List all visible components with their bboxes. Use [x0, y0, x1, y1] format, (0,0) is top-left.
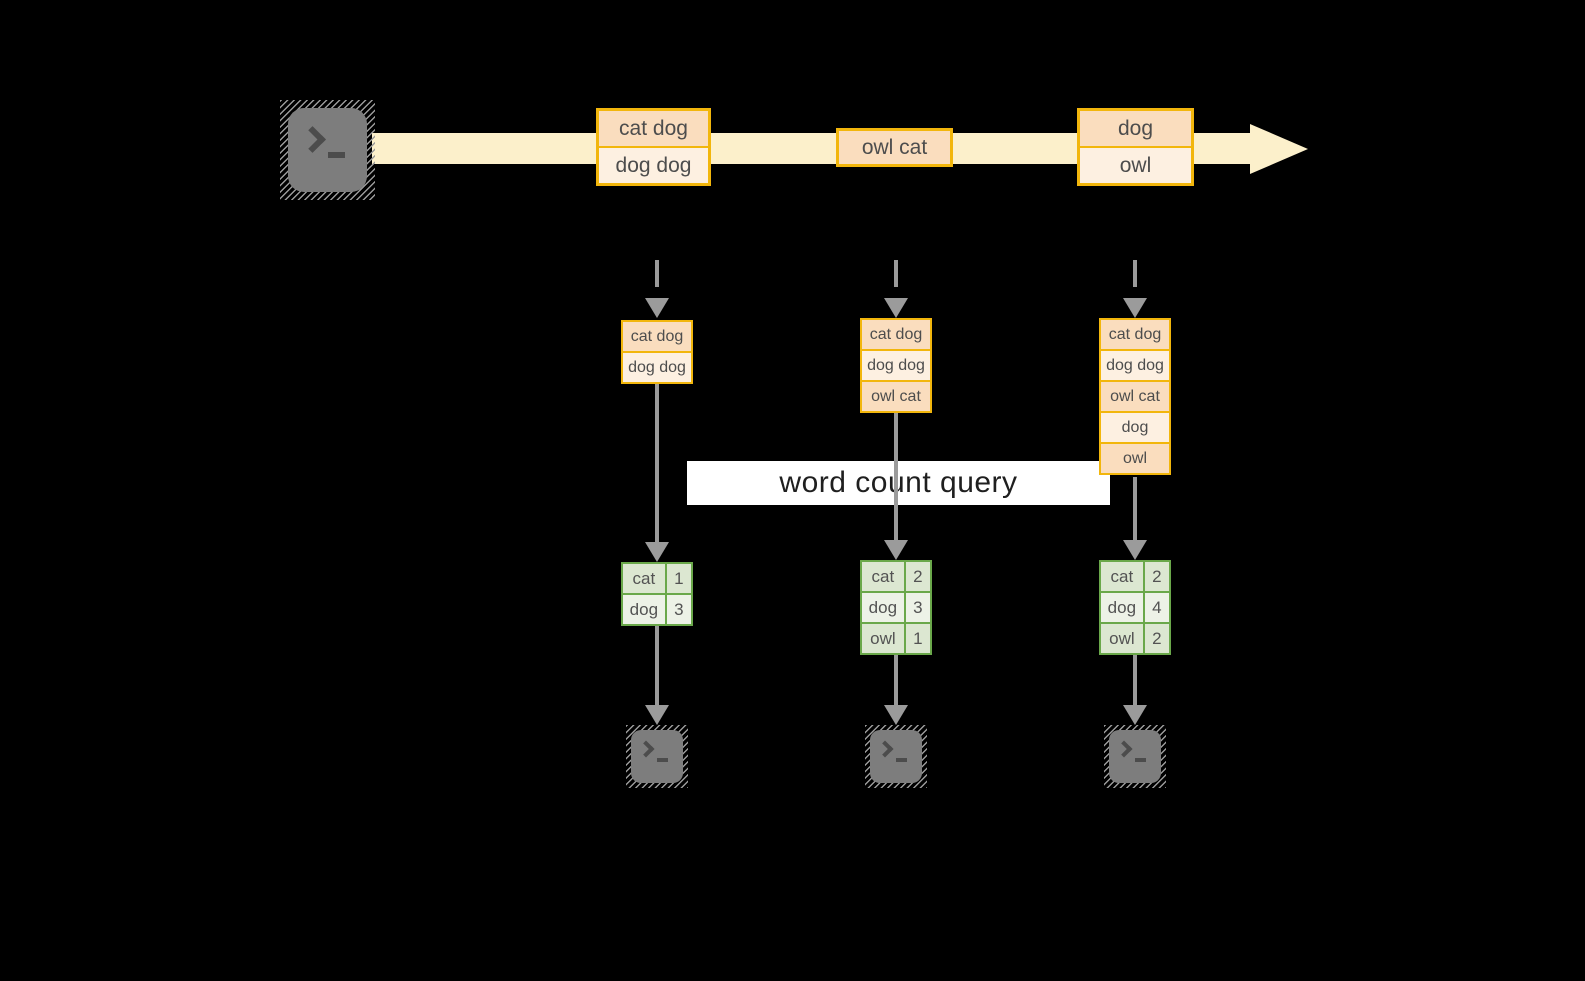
terminal-screen [1109, 730, 1161, 783]
prompt-chevron-icon [1115, 740, 1133, 758]
prompt-cursor-icon [1135, 758, 1146, 762]
query-label: word count query [779, 466, 1018, 499]
state-row: dog dog [623, 353, 691, 382]
query-arrowhead-icon [1123, 540, 1147, 560]
word-cell: dog [862, 593, 904, 622]
state-row: cat dog [1101, 320, 1169, 349]
query-arrow [1133, 477, 1137, 540]
query-arrowhead-icon [645, 542, 669, 562]
query-arrow [655, 384, 659, 542]
count-cell: 1 [905, 624, 930, 653]
state-buffer-box: cat dog dog dog [621, 320, 693, 384]
state-row: owl cat [862, 382, 930, 411]
output-arrow [1133, 655, 1137, 705]
dashed-arrow [655, 260, 659, 298]
output-arrow [655, 626, 659, 705]
prompt-chevron-icon [299, 126, 326, 153]
count-cell: 2 [1144, 624, 1169, 653]
prompt-cursor-icon [657, 758, 668, 762]
state-buffer-box: cat dog dog dog owl cat dog owl [1099, 318, 1171, 475]
table-row: dog 3 [623, 595, 691, 624]
output-arrow [894, 655, 898, 705]
output-arrowhead-icon [884, 705, 908, 725]
state-row: dog dog [862, 351, 930, 380]
stream-event-box: owl cat [836, 128, 953, 167]
stream-arrowhead-icon [1250, 124, 1308, 174]
word-count-table: cat 2 dog 3 owl 1 [860, 560, 932, 655]
count-cell: 1 [666, 564, 691, 593]
query-band: word count query [687, 461, 1110, 505]
output-arrowhead-icon [645, 705, 669, 725]
table-row: owl 1 [862, 624, 930, 653]
word-count-table: cat 2 dog 4 owl 2 [1099, 560, 1171, 655]
dashed-arrowhead-icon [1123, 298, 1147, 318]
state-row: owl [1101, 444, 1169, 473]
table-row: cat 2 [1101, 562, 1169, 591]
word-cell: dog [1101, 593, 1143, 622]
state-row: dog dog [1101, 351, 1169, 380]
word-cell: dog [623, 595, 665, 624]
event-row: cat dog [599, 111, 708, 146]
state-buffer-box: cat dog dog dog owl cat [860, 318, 932, 413]
state-row: cat dog [623, 322, 691, 351]
word-cell: owl [862, 624, 904, 653]
dashed-arrowhead-icon [884, 298, 908, 318]
table-row: cat 2 [862, 562, 930, 591]
count-cell: 2 [1144, 562, 1169, 591]
word-cell: cat [623, 564, 665, 593]
source-terminal-icon [280, 100, 375, 200]
dashed-arrow [1133, 260, 1137, 298]
sink-terminal-icon [1104, 725, 1166, 788]
query-arrow [894, 413, 898, 540]
event-row: owl [1080, 148, 1191, 183]
table-row: owl 2 [1101, 624, 1169, 653]
word-cell: owl [1101, 624, 1143, 653]
event-row: dog [1080, 111, 1191, 146]
word-cell: cat [862, 562, 904, 591]
word-cell: cat [1101, 562, 1143, 591]
terminal-screen [288, 108, 367, 192]
prompt-chevron-icon [876, 740, 894, 758]
dashed-arrowhead-icon [645, 298, 669, 318]
count-cell: 4 [1144, 593, 1169, 622]
terminal-screen [870, 730, 922, 783]
event-row: dog dog [599, 148, 708, 183]
state-row: dog [1101, 413, 1169, 442]
sink-terminal-icon [865, 725, 927, 788]
prompt-cursor-icon [328, 152, 345, 158]
count-cell: 2 [905, 562, 930, 591]
table-row: dog 3 [862, 593, 930, 622]
stream-event-box: cat dog dog dog [596, 108, 711, 186]
dashed-arrow [894, 260, 898, 298]
table-row: cat 1 [623, 564, 691, 593]
prompt-chevron-icon [637, 740, 655, 758]
event-row: owl cat [839, 131, 950, 164]
sink-terminal-icon [626, 725, 688, 788]
count-cell: 3 [905, 593, 930, 622]
output-arrowhead-icon [1123, 705, 1147, 725]
terminal-screen [631, 730, 683, 783]
prompt-cursor-icon [896, 758, 907, 762]
stream-event-box: dog owl [1077, 108, 1194, 186]
word-count-table: cat 1 dog 3 [621, 562, 693, 626]
table-row: dog 4 [1101, 593, 1169, 622]
count-cell: 3 [666, 595, 691, 624]
state-row: owl cat [1101, 382, 1169, 411]
state-row: cat dog [862, 320, 930, 349]
query-arrowhead-icon [884, 540, 908, 560]
